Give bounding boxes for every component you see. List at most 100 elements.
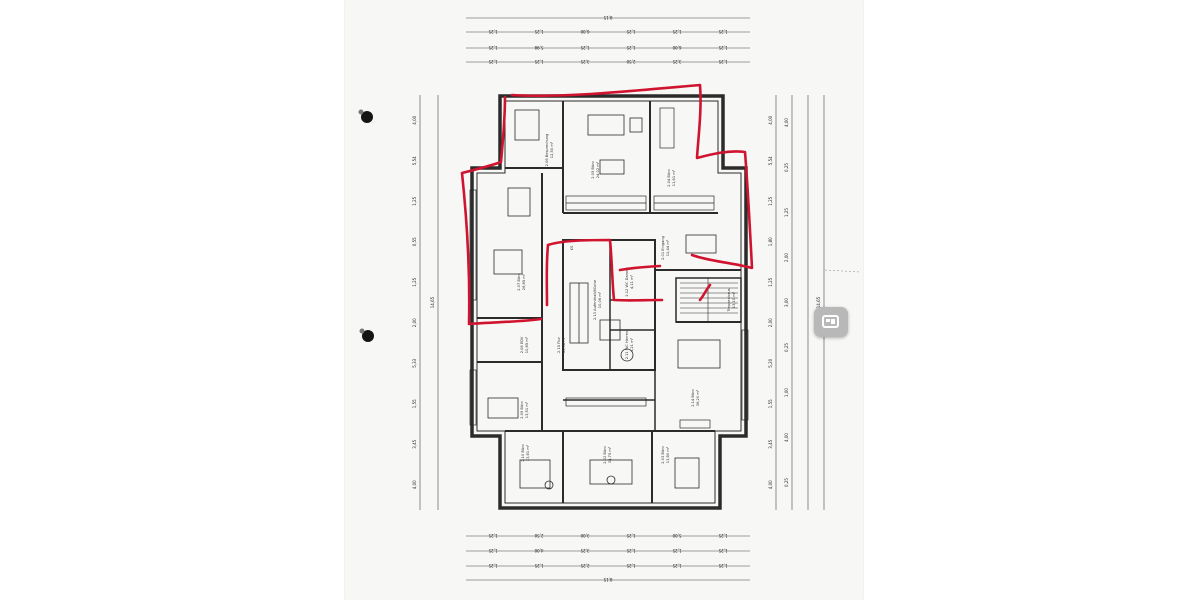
dimension-label: 0,55	[412, 237, 417, 246]
room-area-label: 13,51 m²	[525, 401, 529, 418]
image-view-icon	[822, 315, 839, 328]
dimension-label: 3,25	[580, 548, 589, 553]
right-dimension-chains	[775, 95, 825, 510]
room-area-label: 10,06 m²	[598, 291, 602, 308]
dimension-label: 1,25	[488, 548, 497, 553]
dimension-label: 4,00	[784, 118, 789, 127]
dimension-label: 1,25	[718, 548, 727, 553]
room-name-label: 2.06 Besprechung	[545, 134, 549, 167]
room-name-label: 2.15 Flur	[557, 336, 561, 352]
dimension-label: 3,25	[580, 59, 589, 64]
dimension-label: 1,25	[488, 29, 497, 34]
dimension-label: 5,54	[768, 156, 773, 165]
dimension-label: 2,50	[534, 533, 543, 538]
room-area-label: 10,85 m²	[525, 336, 529, 353]
dimension-label: 4,00	[768, 115, 773, 124]
room-area-label: 12,44 m²	[666, 239, 670, 256]
room-name-label: 2.11 WC Herren	[625, 331, 629, 360]
dimension-label: 1,25	[534, 59, 543, 64]
dimension-label: 14,65	[430, 296, 435, 308]
room-area-label: 26,85 m²	[522, 273, 526, 290]
dimension-label: 1,25	[412, 277, 417, 286]
dimension-label: 1,00	[784, 388, 789, 397]
dimension-label: 4,00	[412, 115, 417, 124]
dimension-label: 1,25	[718, 45, 727, 50]
dimension-label: 1,25	[672, 563, 681, 568]
dimension-label: 0,25	[784, 478, 789, 487]
red-markup	[460, 83, 754, 326]
room-name-label: Treppenhaus	[727, 288, 731, 312]
furniture	[487, 109, 721, 490]
room-name-label: 2.04 Büro	[667, 169, 671, 186]
dimension-label: 5,20	[768, 358, 773, 367]
dimension-label: 1,25	[488, 533, 497, 538]
dimension-label: 1,25	[626, 29, 635, 34]
room-name-label: 2.09 Büro	[520, 401, 524, 418]
dimension-label: 3,45	[768, 439, 773, 448]
dimension-label: 1,25	[768, 196, 773, 205]
room-area-label: 13,10 m²	[732, 291, 736, 308]
dimension-label: 2,00	[768, 318, 773, 327]
dimension-label: 5,00	[672, 533, 681, 538]
dimension-label: 1,25	[488, 563, 497, 568]
dimension-label: 1,25	[626, 45, 635, 50]
dimension-label: 4,00	[784, 433, 789, 442]
floor-plan-sheet	[345, 0, 863, 600]
dimension-label: 1,25	[626, 548, 635, 553]
dimension-label: 5,33	[412, 358, 417, 367]
top-dimension-chains	[466, 17, 750, 63]
image-view-toggle-button[interactable]	[814, 307, 848, 337]
dimension-label: 1,25	[768, 277, 773, 286]
room-area-label: 13,81 m²	[526, 444, 530, 461]
dimension-label: 2,50	[626, 59, 635, 64]
dimension-label: 3,25	[672, 59, 681, 64]
dimension-label: 1,55	[412, 399, 417, 408]
room-area-label: 59,98 m²	[562, 336, 566, 353]
dimension-label: 1,25	[488, 59, 497, 64]
dimension-label: 5,98	[534, 45, 543, 50]
room-area-label: 11,61 m²	[672, 169, 676, 186]
dimension-label: 1,55	[768, 399, 773, 408]
room-name-label: 2.03 Büro	[661, 446, 665, 463]
punch-hole-icon	[358, 109, 373, 123]
room-name-label: 2.14 Büro	[691, 389, 695, 406]
room-name-label: 2.13 Aufenthalt/Küche	[593, 279, 597, 320]
dimension-label: 1,25	[672, 548, 681, 553]
room-name-label: 2.07 Büro	[517, 273, 521, 290]
building-walls	[470, 94, 748, 510]
dimension-label: 1,25	[580, 45, 589, 50]
dimension-label: 2,25	[580, 563, 589, 568]
room-area-label: 36,20 m²	[696, 389, 700, 406]
room-name-label: 2.01 Eingang	[661, 236, 665, 260]
dimension-label: 5,54	[412, 156, 417, 165]
dimension-label: 3,00	[580, 533, 589, 538]
dimension-label: 6,00	[672, 45, 681, 50]
dimension-label: 1,25	[718, 563, 727, 568]
dimension-label: 2,00	[784, 253, 789, 262]
dimension-label: 0,25	[784, 343, 789, 352]
dimension-label: 1,25	[626, 533, 635, 538]
dimension-label: 1,25	[534, 29, 543, 34]
dimension-label: 8,15	[603, 15, 612, 20]
room-area-label: 24,02 m²	[596, 161, 600, 178]
dimension-label: 1,25	[672, 29, 681, 34]
dimension-label: 1,25	[534, 563, 543, 568]
window-openings	[469, 107, 749, 429]
room-area-label: 12,50 m²	[550, 141, 554, 158]
dimension-label: 3,45	[412, 439, 417, 448]
dimension-label: 1,25	[784, 208, 789, 217]
dimension-label: 1,25	[718, 29, 727, 34]
left-dimension-chains	[419, 95, 439, 510]
dimension-label: 4,00	[768, 480, 773, 489]
room-name-label: KS	[570, 245, 574, 250]
room-area-label: 34,75 m²	[608, 446, 612, 463]
dimension-labels: 8,15 1,25 1,25 6,00 1,25 1,25 1,25 1,25 5,98 1,25…	[412, 15, 821, 582]
bottom-dimension-chains	[466, 535, 750, 581]
dimension-label: 2,00	[412, 318, 417, 327]
dimension-label: 14,65	[816, 296, 821, 308]
dimension-label: 0,25	[784, 163, 789, 172]
dimension-label: 1,25	[718, 59, 727, 64]
